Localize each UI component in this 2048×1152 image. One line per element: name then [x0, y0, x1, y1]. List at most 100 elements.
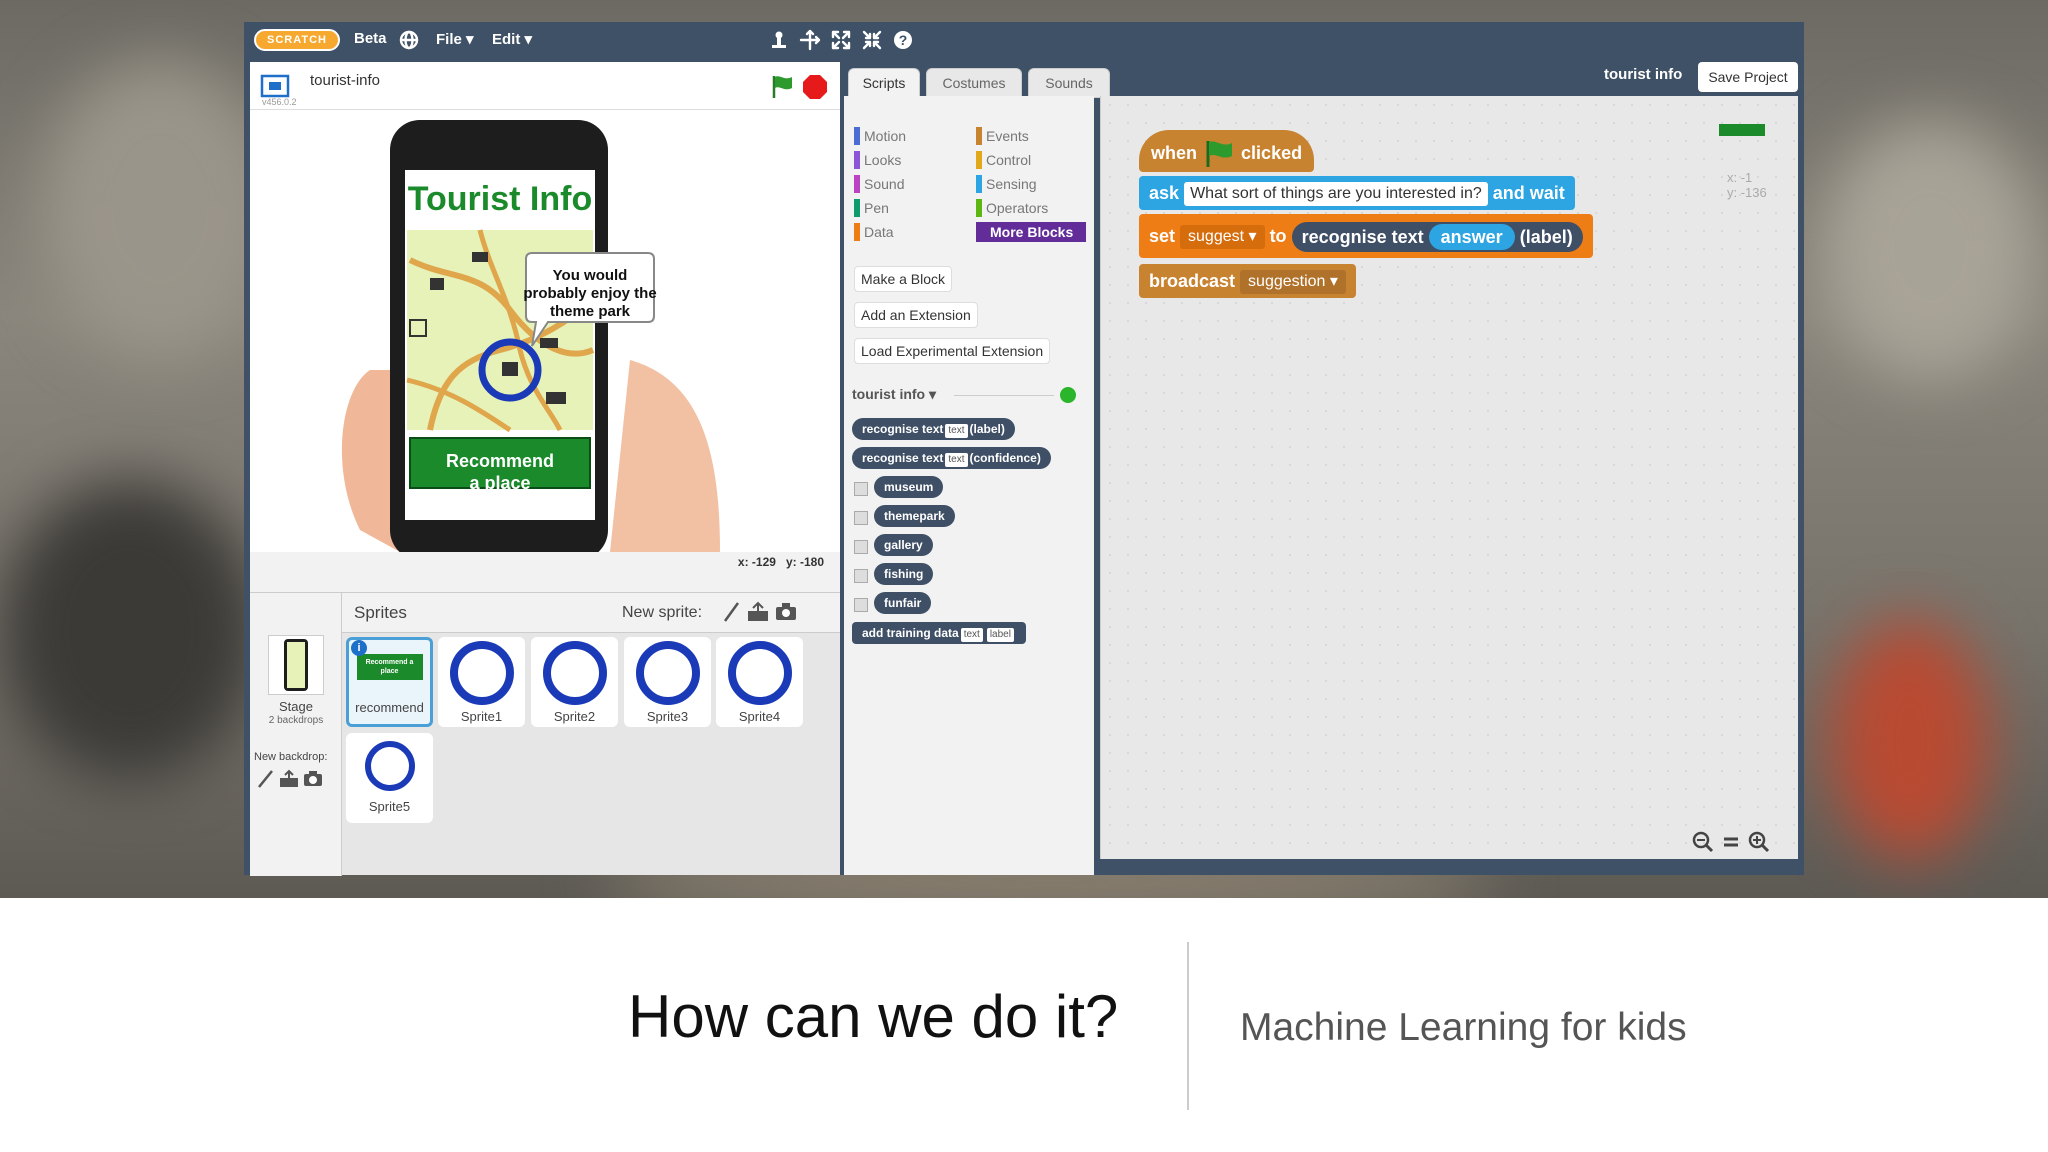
when-flag-clicked-block[interactable]: when clicked [1139, 130, 1315, 172]
label-gallery[interactable]: gallery [874, 534, 933, 556]
variable-dropdown[interactable]: suggest ▾ [1180, 225, 1265, 250]
ask-and-wait-block[interactable]: ask What sort of things are you interest… [1139, 176, 1575, 210]
scratch-logo[interactable]: SCRATCH [254, 29, 340, 51]
tab-scripts[interactable]: Scripts [848, 68, 920, 98]
label-funfair[interactable]: funfair [874, 592, 932, 614]
funfair-icon [546, 392, 566, 404]
sprite-tile-sprite4[interactable]: Sprite4 [716, 637, 803, 727]
broadcast-block[interactable]: broadcast suggestion ▾ [1139, 264, 1356, 298]
camera-backdrop-icon[interactable] [302, 769, 324, 789]
block-palette: Motion Looks Sound Pen Data Events Contr… [844, 96, 1094, 875]
sprite-tile-sprite1[interactable]: Sprite1 [438, 637, 525, 727]
sprites-title: Sprites [354, 603, 407, 622]
project-title-field[interactable]: tourist-info [310, 72, 381, 89]
fishing-checkbox[interactable] [854, 569, 868, 583]
make-a-block-button[interactable]: Make a Block [854, 266, 953, 292]
load-experimental-extension-button[interactable]: Load Experimental Extension [854, 338, 1051, 364]
fishing-icon [540, 338, 558, 348]
zoom-out-icon[interactable] [1691, 830, 1715, 854]
category-events[interactable]: Events [976, 126, 1029, 146]
gallery-checkbox[interactable] [854, 540, 868, 554]
script-area[interactable]: x: -1 y: -136 when clicked ask What sort… [1100, 96, 1798, 859]
stop-sign-icon[interactable] [802, 74, 828, 100]
camera-sprite-icon[interactable] [774, 601, 798, 623]
label-fishing[interactable]: fishing [874, 563, 934, 585]
funfair-checkbox[interactable] [854, 598, 868, 612]
presentation-mode-icon[interactable] [260, 74, 290, 98]
sprites-area: Stage 2 backdrops New backdrop: Sprites … [250, 592, 840, 876]
themepark-sprite-ring[interactable] [478, 338, 542, 402]
sprite-tile-sprite5[interactable]: Sprite5 [346, 733, 433, 823]
stage-canvas[interactable]: You would probably enjoy the theme park … [250, 110, 840, 552]
ask-question-input[interactable]: What sort of things are you interested i… [1184, 182, 1488, 207]
speech-line-2: probably enjoy the [523, 285, 656, 302]
info-icon[interactable]: i [351, 640, 367, 656]
beta-label: Beta [354, 30, 387, 47]
label-themepark[interactable]: themepark [874, 505, 955, 527]
stage-label: Stage [279, 699, 313, 714]
mouse-coordinates: x: -129 y: -180 [250, 552, 840, 572]
add-extension-button[interactable]: Add an Extension [854, 302, 978, 328]
edit-menu[interactable]: Edit ▾ [492, 31, 533, 48]
category-data[interactable]: Data [854, 222, 894, 242]
stage-column: Stage 2 backdrops New backdrop: [250, 593, 342, 876]
category-operators[interactable]: Operators [976, 198, 1048, 218]
menu-bar: SCRATCH Beta File ▾ Edit ▾ ? [244, 22, 1804, 58]
help-icon[interactable]: ? [892, 29, 914, 51]
sprite-name: Sprite5 [368, 799, 411, 814]
tab-sounds[interactable]: Sounds [1028, 68, 1110, 98]
paint-sprite-icon[interactable] [722, 601, 742, 623]
set-variable-block[interactable]: set suggest ▾ to recognise text answer (… [1139, 214, 1593, 258]
gallery-icon [409, 319, 427, 337]
category-motion[interactable]: Motion [854, 126, 906, 146]
svg-text:?: ? [899, 32, 908, 48]
save-project-button[interactable]: Save Project [1698, 62, 1798, 92]
recognise-text-reporter[interactable]: recognise text answer (label) [1291, 222, 1583, 253]
zoom-in-icon[interactable] [1747, 830, 1771, 854]
coord-y: y: -180 [785, 555, 824, 569]
stage-header: v456.0.2 tourist-info [250, 62, 840, 110]
duplicate-icon[interactable] [768, 29, 790, 51]
upload-sprite-icon[interactable] [746, 601, 770, 623]
category-looks[interactable]: Looks [854, 150, 901, 170]
shrink-icon[interactable] [861, 29, 883, 51]
slide-subtitle: Machine Learning for kids [1240, 1006, 1687, 1049]
version-label: v456.0.2 [262, 97, 297, 107]
bike-icon [472, 252, 488, 262]
museum-icon [430, 278, 444, 290]
extension-name-dropdown[interactable]: tourist info ▾ [852, 386, 937, 402]
sprite-name: Sprite4 [738, 709, 781, 724]
green-flag-icon[interactable] [770, 74, 796, 100]
label-museum[interactable]: museum [874, 476, 944, 498]
grow-icon[interactable] [830, 29, 852, 51]
recommend-sprite[interactable] [409, 437, 591, 489]
right-hand [610, 360, 720, 552]
category-sound[interactable]: Sound [854, 174, 904, 194]
museum-checkbox[interactable] [854, 482, 868, 496]
themepark-checkbox[interactable] [854, 511, 868, 525]
category-pen[interactable]: Pen [854, 198, 889, 218]
scene-title: Tourist Info [407, 180, 593, 218]
tab-costumes[interactable]: Costumes [926, 68, 1022, 98]
answer-reporter[interactable]: answer [1428, 224, 1515, 251]
new-sprite-label: New sprite: [622, 604, 703, 621]
file-menu[interactable]: File ▾ [436, 31, 474, 48]
zoom-reset-icon[interactable] [1719, 830, 1743, 854]
stage-thumbnail[interactable] [268, 635, 324, 695]
paint-backdrop-icon[interactable] [256, 769, 276, 789]
category-sensing[interactable]: Sensing [976, 174, 1037, 194]
phone-scene: You would probably enjoy the theme park [341, 120, 720, 552]
sprite-tile-recommend[interactable]: i Recommend a place recommend [346, 637, 433, 727]
upload-backdrop-icon[interactable] [278, 769, 300, 789]
sprite-tile-sprite3[interactable]: Sprite3 [624, 637, 711, 727]
category-more-blocks[interactable]: More Blocks [976, 222, 1086, 242]
sprite-tile-sprite2[interactable]: Sprite2 [531, 637, 618, 727]
category-control[interactable]: Control [976, 150, 1031, 170]
sprite-mini-thumbnail [1719, 124, 1765, 136]
globe-icon[interactable] [399, 30, 419, 50]
cut-icon[interactable] [799, 29, 821, 51]
broadcast-message-dropdown[interactable]: suggestion ▾ [1240, 270, 1346, 295]
